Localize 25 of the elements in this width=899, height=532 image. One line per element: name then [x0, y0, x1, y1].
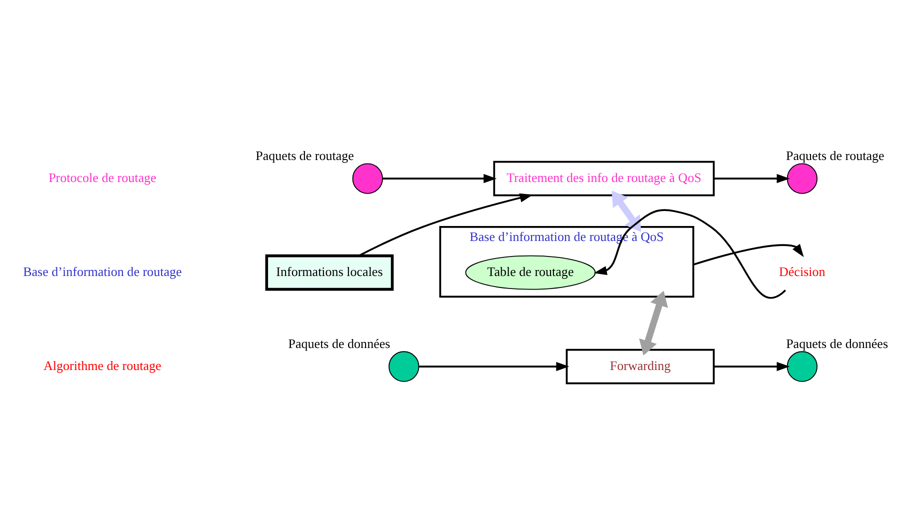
node-circle [786, 162, 818, 194]
node-label: Paquets de routage [256, 148, 354, 163]
node-text: Décision [779, 263, 826, 278]
node-label: Paquets de données [786, 336, 888, 351]
arrow [419, 361, 570, 371]
arrow [639, 290, 668, 356]
label: Protocole de routage [48, 170, 156, 185]
node-ellipse: Table de routage [465, 254, 596, 290]
arrow [594, 208, 786, 298]
label: Algorithme de routage [44, 357, 162, 372]
node-label: Paquets de données [288, 336, 390, 351]
node-label: Paquets de routage [786, 148, 884, 163]
node-circle [352, 162, 383, 194]
node-circle [786, 350, 818, 382]
node-box: Traitement des info de routage à QoS [493, 160, 715, 196]
label: Base d’information de routage [23, 263, 182, 278]
arrow [714, 174, 790, 183]
node-box: Forwarding [566, 348, 715, 384]
node-circle [388, 350, 420, 382]
arrow [693, 243, 804, 265]
arrow [358, 192, 533, 256]
node-box: Informations locales [265, 254, 394, 290]
arrow [714, 361, 790, 371]
arrow [382, 174, 497, 183]
arrow [612, 190, 642, 232]
